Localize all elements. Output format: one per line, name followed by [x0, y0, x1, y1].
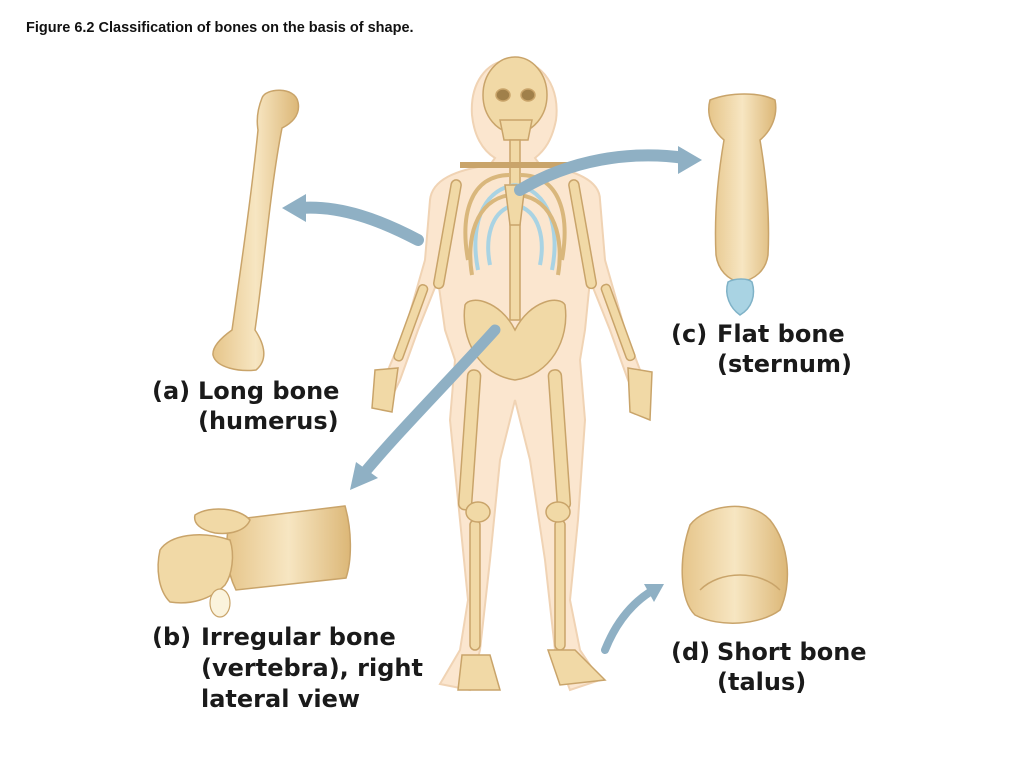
label-tag-a: (a): [152, 377, 191, 405]
label-long-bone: (a) Long bone (humerus): [152, 376, 392, 436]
figure-caption: Figure 6.2 Classification of bones on th…: [26, 20, 414, 36]
label-c-line-1: Flat bone: [717, 320, 845, 348]
pointer-arrows: [282, 146, 702, 654]
label-a-line-2: (humerus): [198, 407, 339, 435]
label-tag-b: (b): [152, 623, 192, 651]
pelvis: [463, 299, 567, 381]
label-a-line-1: Long bone: [198, 377, 340, 405]
label-irregular-bone: (b) Irregular bone (vertebra), right lat…: [152, 622, 442, 714]
skeleton: [371, 56, 653, 691]
label-b-line-1: Irregular bone: [201, 623, 396, 651]
label-tag-d: (d): [671, 638, 711, 666]
arrow-to-short-bone: [601, 588, 654, 654]
label-tag-c: (c): [671, 320, 708, 348]
humerus-bone: [212, 89, 300, 372]
label-d-line-2: (talus): [717, 668, 807, 696]
label-short-bone: (d) Short bone (talus): [671, 637, 891, 697]
label-c-line-2: (sternum): [717, 350, 852, 378]
label-b-line-2: (vertebra), right: [201, 654, 423, 682]
arrow-to-long-bone: [294, 201, 424, 246]
arrow-to-irregular-bone: [359, 324, 501, 478]
label-b-line-3: lateral view: [201, 685, 361, 713]
label-d-line-1: Short bone: [717, 638, 867, 666]
xiphoid-cartilage: [726, 278, 755, 316]
vertebra-bone: [157, 505, 352, 618]
spine: [509, 139, 521, 321]
label-flat-bone: (c) Flat bone (sternum): [671, 319, 881, 379]
arrow-to-flat-bone: [514, 149, 691, 196]
talus-bone: [681, 505, 789, 624]
sternum-bone: [708, 93, 777, 316]
